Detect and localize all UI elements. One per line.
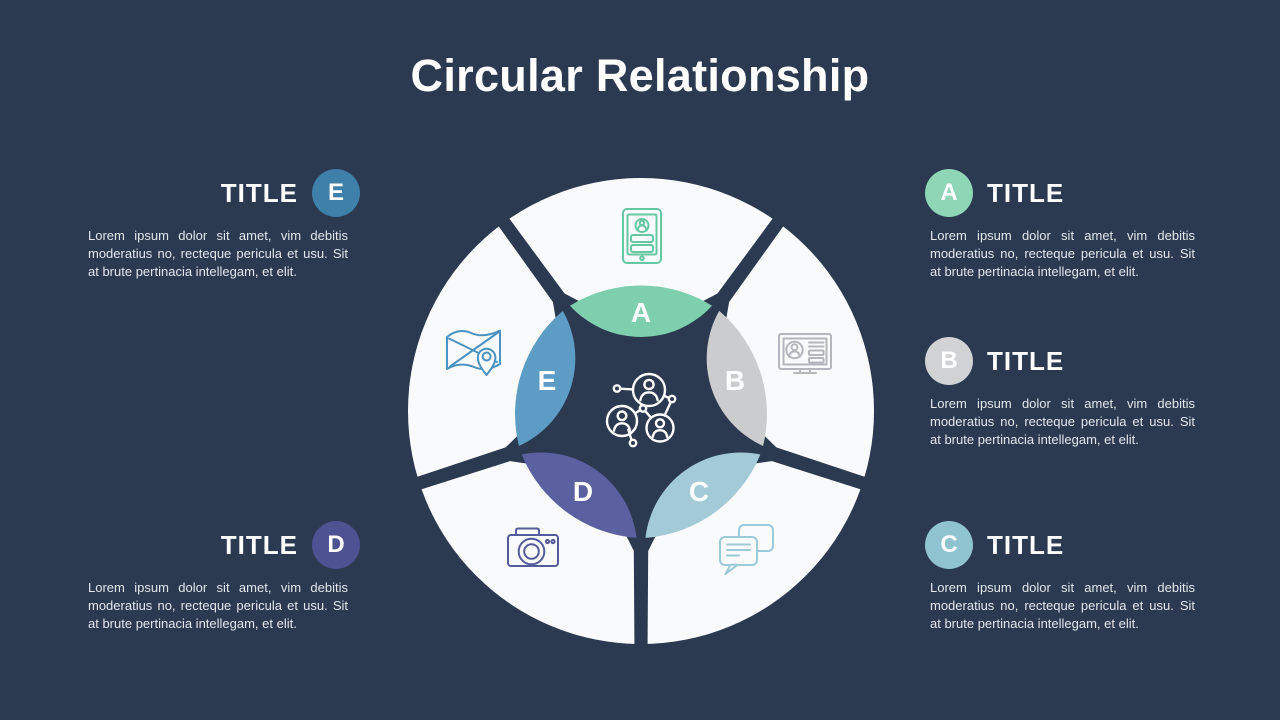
info-c-header: C TITLE — [925, 521, 1197, 569]
info-b-header: B TITLE — [925, 337, 1197, 385]
badge-e: E — [312, 169, 360, 217]
badge-b: B — [925, 337, 973, 385]
badge-a: A — [925, 169, 973, 217]
lens-letter-d: D — [573, 476, 593, 507]
info-e-title: TITLE — [220, 177, 298, 208]
info-d-body: Lorem ipsum dolor sit amet, vim debitis … — [88, 580, 348, 631]
lens-letter-e: E — [538, 365, 557, 396]
info-a-body: Lorem ipsum dolor sit amet, vim debitis … — [930, 228, 1195, 279]
info-block-e: TITLE E Lorem ipsum dolor sit amet, vim … — [88, 169, 360, 281]
lens-letter-a: A — [631, 297, 651, 328]
lens-c — [645, 452, 761, 538]
badge-a-letter: A — [940, 179, 958, 206]
info-b-title: TITLE — [987, 345, 1065, 376]
info-b-body: Lorem ipsum dolor sit amet, vim debitis … — [930, 396, 1195, 447]
badge-e-letter: E — [327, 179, 344, 206]
chat-bubbles-icon — [719, 524, 774, 575]
info-d-header: TITLE D — [88, 521, 360, 569]
tablet-contact-icon — [622, 208, 662, 264]
info-a-header: A TITLE — [925, 169, 1197, 217]
lens-letter-c: C — [689, 476, 709, 507]
page-title: Circular Relationship — [410, 50, 870, 101]
badge-d-letter: D — [327, 531, 345, 558]
lens-a — [570, 285, 712, 337]
map-pin-icon — [446, 329, 501, 376]
badge-d: D — [312, 521, 360, 569]
info-c-body: Lorem ipsum dolor sit amet, vim debitis … — [930, 580, 1195, 631]
camera-icon — [507, 527, 559, 567]
info-block-a: A TITLE Lorem ipsum dolor sit amet, vim … — [925, 169, 1197, 281]
monitor-profile-icon — [778, 333, 832, 374]
badge-c: C — [925, 521, 973, 569]
info-block-d: TITLE D Lorem ipsum dolor sit amet, vim … — [88, 521, 360, 633]
lens-letter-b: B — [725, 365, 745, 396]
info-e-header: TITLE E — [88, 169, 360, 217]
people-network-icon — [605, 372, 677, 448]
badge-c-letter: C — [940, 531, 958, 558]
info-d-title: TITLE — [220, 529, 298, 560]
info-e-body: Lorem ipsum dolor sit amet, vim debitis … — [88, 228, 348, 279]
badge-b-letter: B — [940, 347, 958, 374]
lens-d — [521, 452, 637, 538]
separator-cd — [617, 505, 665, 657]
info-a-title: TITLE — [987, 177, 1065, 208]
lens-e — [515, 310, 576, 446]
info-c-title: TITLE — [987, 529, 1065, 560]
lens-b — [706, 310, 767, 446]
info-block-c: C TITLE Lorem ipsum dolor sit amet, vim … — [925, 521, 1197, 633]
info-block-b: B TITLE Lorem ipsum dolor sit amet, vim … — [925, 337, 1197, 449]
